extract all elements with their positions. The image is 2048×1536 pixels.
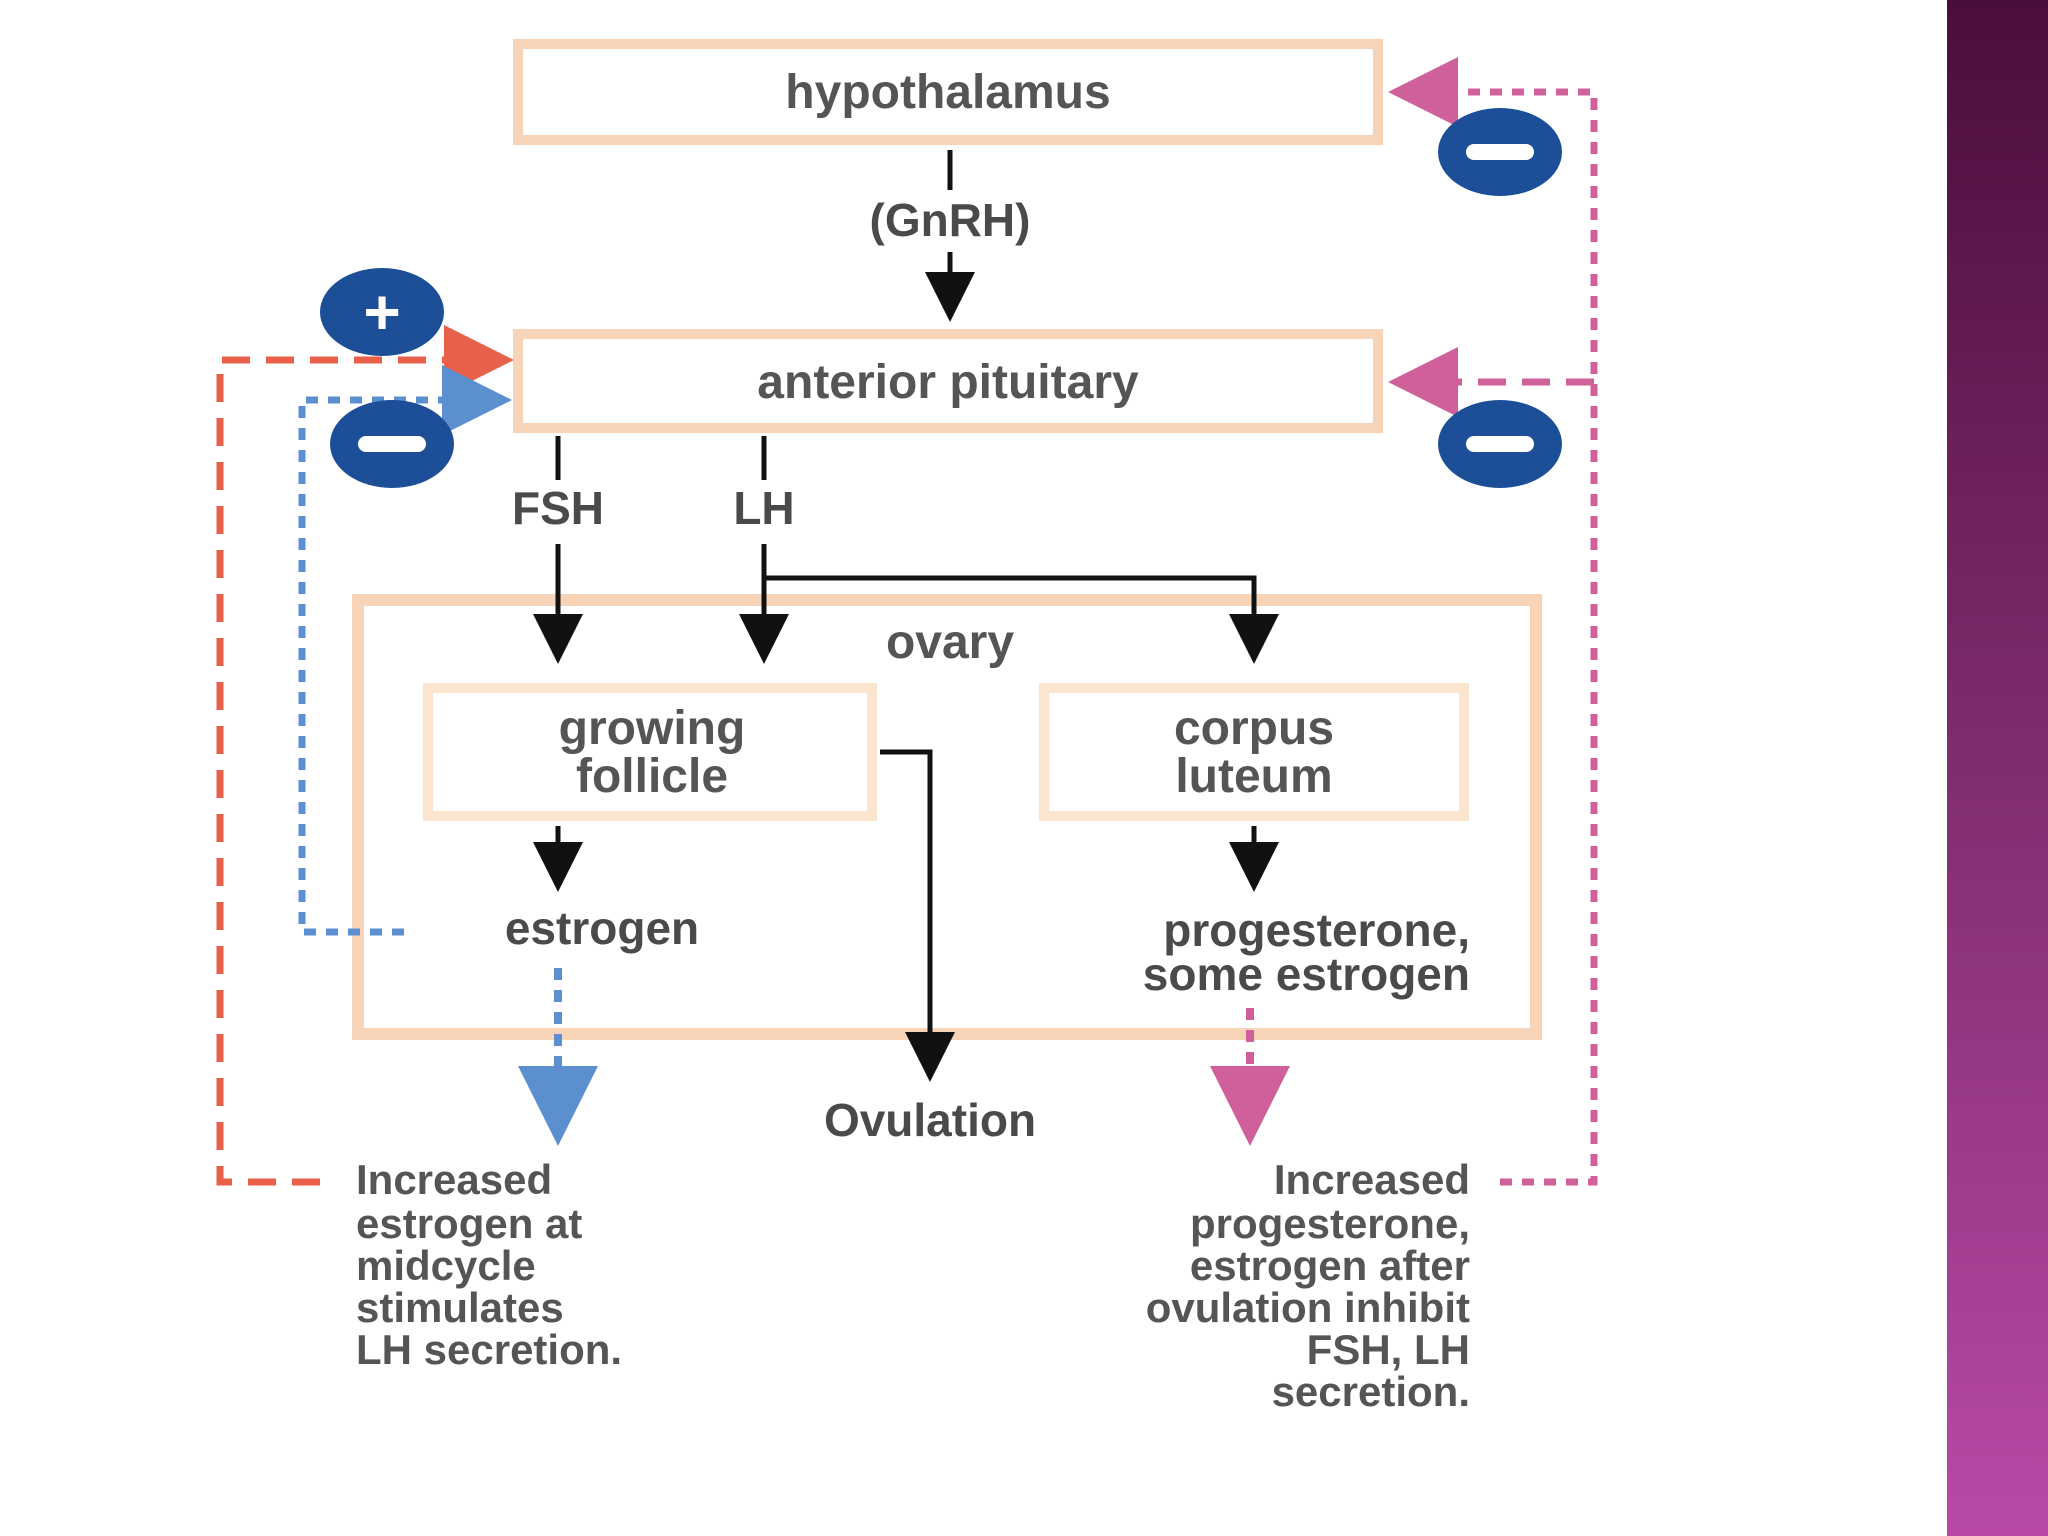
ovary-label: ovary bbox=[886, 616, 1014, 669]
right-note-line: progesterone, bbox=[1190, 1200, 1470, 1247]
corpus-luteum-label-line2: luteum bbox=[1175, 750, 1332, 803]
left-note-line: Increased bbox=[356, 1156, 552, 1203]
left-note: Increased estrogen at midcycle stimulate… bbox=[356, 1156, 622, 1373]
left-note-line: stimulates bbox=[356, 1284, 564, 1331]
fsh-label: FSH bbox=[512, 482, 604, 534]
right-note: Increased progesterone, estrogen after o… bbox=[1146, 1156, 1470, 1415]
minus-sign-icon-bottom-right bbox=[1438, 400, 1562, 488]
minus-sign-icon-top-right bbox=[1438, 108, 1562, 196]
minus-sign-icon-left bbox=[330, 400, 454, 488]
estrogen-label: estrogen bbox=[505, 902, 699, 954]
estrogen-inhibit-feedback-line bbox=[298, 365, 512, 936]
stimulate-feedback-line bbox=[216, 325, 514, 1186]
progesterone-label-line1: progesterone, bbox=[1163, 904, 1470, 956]
left-note-line: LH secretion. bbox=[356, 1326, 622, 1373]
corpus-luteum-label-line1: corpus bbox=[1174, 702, 1334, 755]
left-note-line: estrogen at bbox=[356, 1200, 582, 1247]
decorative-sidebar bbox=[1947, 0, 2048, 1536]
right-note-line: secretion. bbox=[1272, 1368, 1470, 1415]
follicle-to-ovulation-arrow bbox=[880, 749, 955, 1082]
left-note-line: midcycle bbox=[356, 1242, 536, 1289]
lh-to-corpus-luteum-arrow bbox=[764, 575, 1279, 664]
right-note-line: estrogen after bbox=[1190, 1242, 1470, 1289]
plus-sign-icon: + bbox=[320, 268, 444, 356]
hypothalamus-label: hypothalamus bbox=[785, 66, 1110, 119]
corpus-luteum-box bbox=[1039, 683, 1469, 821]
right-note-line: Increased bbox=[1274, 1156, 1470, 1203]
growing-follicle-label-line1: growing bbox=[559, 702, 746, 755]
right-note-line: ovulation inhibit bbox=[1146, 1284, 1470, 1331]
gnrh-label: (GnRH) bbox=[870, 194, 1031, 246]
ovulation-label: Ovulation bbox=[824, 1094, 1036, 1146]
inhibit-feedback-line bbox=[1388, 57, 1598, 1186]
right-note-line: FSH, LH bbox=[1307, 1326, 1470, 1373]
progesterone-label-line2: some estrogen bbox=[1143, 948, 1470, 1000]
anterior-pituitary-label: anterior pituitary bbox=[757, 356, 1139, 409]
growing-follicle-label-line2: follicle bbox=[576, 750, 728, 803]
lh-label: LH bbox=[733, 482, 794, 534]
hypothalamus-box bbox=[513, 39, 1383, 145]
anterior-pituitary-box bbox=[513, 329, 1383, 433]
growing-follicle-box bbox=[423, 683, 877, 821]
plus-sign-text: + bbox=[363, 276, 400, 348]
